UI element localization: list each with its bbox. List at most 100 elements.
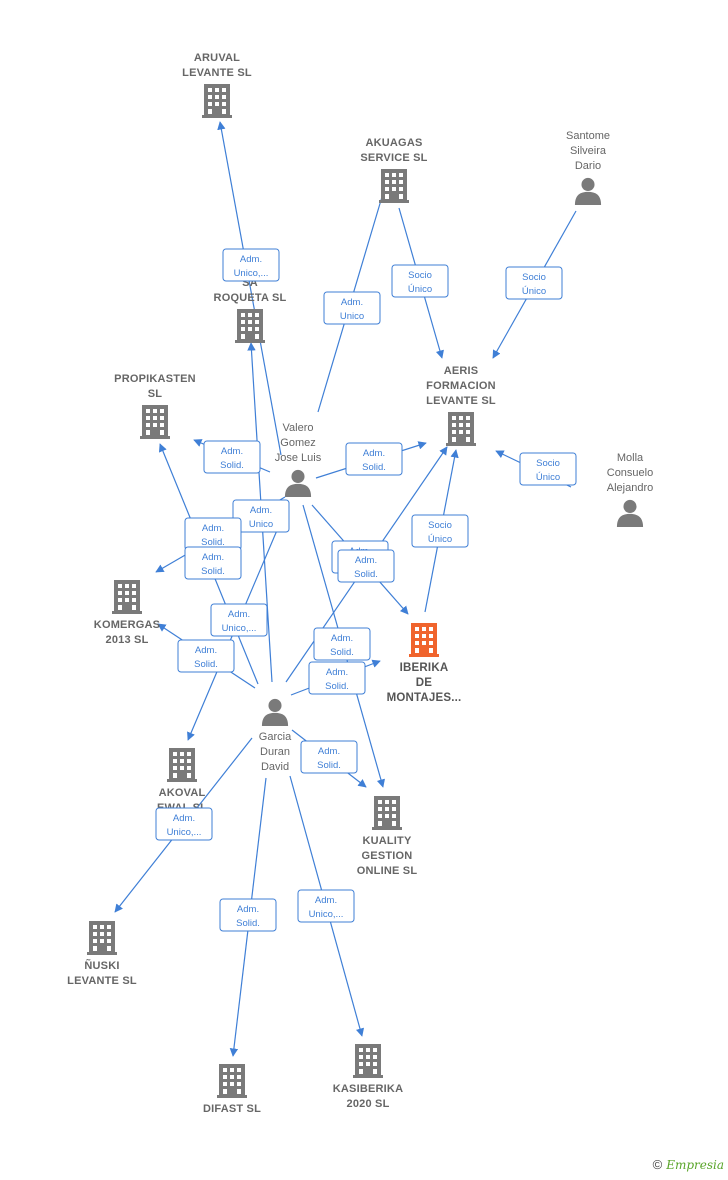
person-icon	[261, 698, 289, 726]
node-label: MONTAJES...	[387, 692, 462, 704]
edge-label-valero-aeris[interactable]: Adm.Solid.	[345, 442, 403, 476]
node-kuality[interactable]: KUALITY GESTION ONLINE SL	[357, 796, 418, 877]
edge-label-text: Socio	[428, 520, 452, 531]
node-akoval[interactable]: AKOVALEWAL SL	[157, 748, 207, 814]
node-label: PROPIKASTEN	[114, 373, 196, 385]
edge-label-box	[210, 603, 268, 637]
node-label: DIFAST SL	[203, 1103, 261, 1115]
edge-label-text: Adm.	[355, 555, 377, 566]
edge-label-text: Unico,...	[167, 827, 202, 838]
edge-label-box	[203, 440, 261, 474]
edge-label-text: Solid.	[325, 681, 349, 692]
node-label: KASIBERIKA	[333, 1083, 403, 1095]
edge-label-text: Solid.	[201, 566, 225, 577]
edge-label-valero-propikasten[interactable]: Adm.Solid.	[203, 440, 261, 474]
node-label: AKUAGAS	[365, 137, 422, 149]
node-label: KUALITY	[362, 835, 412, 847]
node-label: LEVANTE SL	[67, 975, 137, 987]
edge-label-valero-komergas[interactable]: Adm. Solid.	[184, 546, 242, 580]
node-label: SL	[148, 388, 163, 400]
node-label: 2013 SL	[106, 634, 149, 646]
node-label: AKOVAL	[159, 787, 206, 799]
node-label: LEVANTE SL	[182, 67, 252, 79]
edge-label-text: Adm.	[250, 505, 272, 516]
building-icon	[379, 169, 409, 203]
edge-label-box	[337, 549, 395, 583]
edge-label-text: Único	[522, 286, 546, 297]
edge-label-box	[219, 898, 277, 932]
person-icon	[284, 469, 312, 497]
node-label: Consuelo	[607, 467, 653, 479]
edge-label-valero-akuagas[interactable]: Adm.Unico	[323, 291, 381, 325]
edge-label-text: Unico,...	[309, 909, 344, 920]
edge-label-text: Adm.	[363, 448, 385, 459]
edge-label-garcia-propikasten[interactable]: Adm.Solid.	[184, 517, 242, 551]
edge-label-box	[345, 442, 403, 476]
edge-label-text: Adm.	[318, 746, 340, 757]
building-icon	[140, 405, 170, 439]
edge-label-garcia-iberika[interactable]: Adm.Solid.	[308, 661, 366, 695]
node-label: Gomez	[280, 437, 315, 449]
edge-label-text: Solid.	[317, 760, 341, 771]
edge-label-garcia-komergas[interactable]: Adm.Solid.	[177, 639, 235, 673]
edge-label-box	[300, 740, 358, 774]
building-icon	[446, 412, 476, 446]
edge-label-box	[177, 639, 235, 673]
brand-logo[interactable]: Empresia	[666, 1158, 724, 1172]
building-icon	[372, 796, 402, 830]
edge-valero-aruval	[217, 121, 282, 456]
edge-label-text: Adm.	[173, 813, 195, 824]
edge-label-text: Adm.	[315, 895, 337, 906]
edge-label-text: Solid.	[201, 537, 225, 548]
edge-label-valero-aruval[interactable]: Adm.Unico,...	[222, 248, 280, 282]
edge-label-text: Socio	[408, 270, 432, 281]
edge-label-garcia-roqueta[interactable]: Adm.Unico,...	[210, 603, 268, 637]
edge-label-box	[391, 264, 449, 298]
node-label: Dario	[575, 160, 601, 172]
edge-label-text: Adm.	[202, 552, 224, 563]
edge-label-text: Socio	[536, 458, 560, 469]
edge-label-garcia-difast[interactable]: Adm.Solid.	[219, 898, 277, 932]
building-icon	[409, 623, 439, 657]
edge-label-text: Único	[408, 284, 432, 295]
node-label: GESTION	[362, 850, 413, 862]
node-label: Santome	[566, 130, 610, 142]
edge-label-text: Único	[428, 534, 452, 545]
edge-label-garcia-aeris[interactable]: Adm.Solid.	[337, 549, 395, 583]
edge-label-garcia-nuski[interactable]: Adm. Unico,...	[155, 807, 213, 841]
edge-label-box	[222, 248, 280, 282]
node-iberika[interactable]: IBERIKA DE MONTAJES...	[387, 623, 462, 704]
building-icon	[112, 580, 142, 614]
edge-label-box	[155, 807, 213, 841]
node-label: IBERIKA	[400, 662, 449, 674]
person-icon	[574, 177, 602, 205]
node-label: ONLINE SL	[357, 865, 418, 877]
edge-label-valero-kuality[interactable]: Adm.Solid.	[313, 627, 371, 661]
edge-label-text: Adm.	[228, 609, 250, 620]
node-propikasten[interactable]: PROPIKASTEN SL	[114, 373, 196, 439]
node-difast[interactable]: DIFAST SL	[203, 1064, 261, 1115]
edge-label-valero-akoval[interactable]: Adm.Unico	[232, 499, 290, 533]
node-label: LEVANTE SL	[426, 395, 496, 407]
edge-label-text: Adm.	[240, 254, 262, 265]
edge-label-garcia-kuality[interactable]: Adm. Solid.	[300, 740, 358, 774]
edge-label-garcia-kasiberika[interactable]: Adm. Unico,...	[297, 889, 355, 923]
edge-label-text: Adm.	[221, 446, 243, 457]
node-label: DE	[416, 677, 433, 689]
